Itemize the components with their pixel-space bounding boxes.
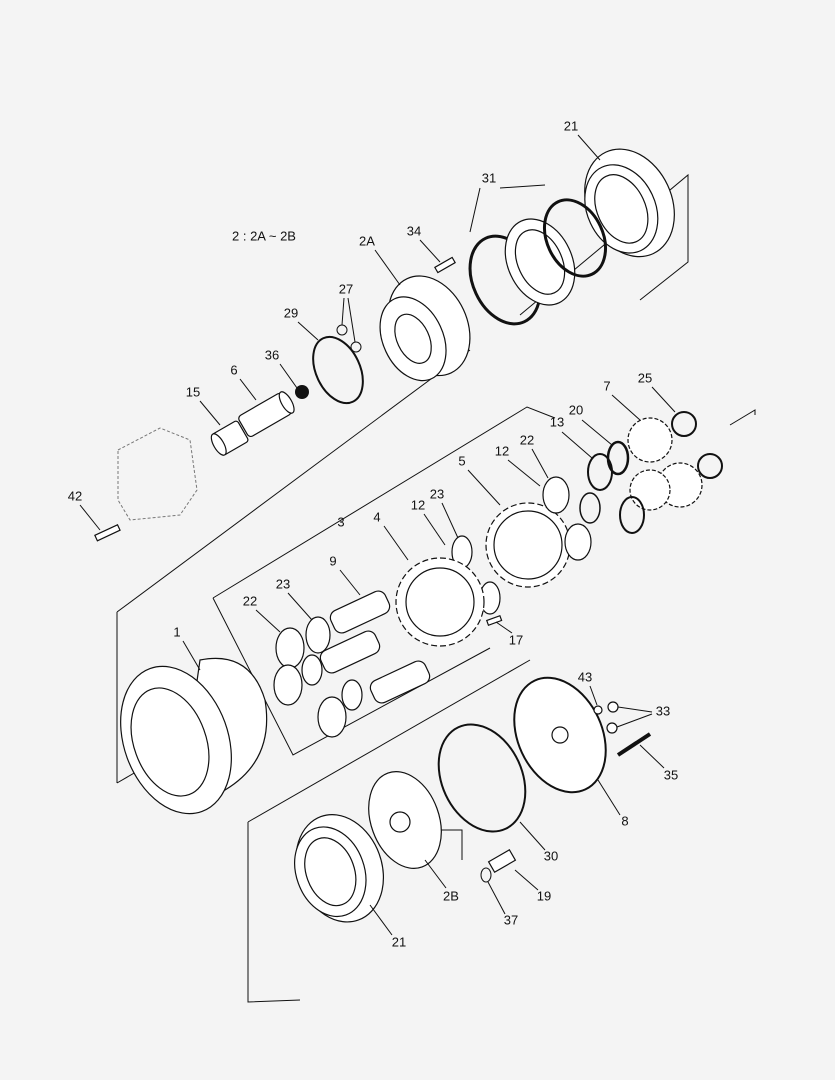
- callout-label: 33: [656, 703, 670, 718]
- callout-labels: 2 : 2A ~ 2B 21 31 34 2A 27 29 36 6 15 42…: [68, 118, 678, 949]
- callout-label: 42: [68, 488, 82, 503]
- o-ring-27a: [336, 324, 348, 336]
- callout-label: 7: [603, 378, 610, 393]
- washer-23-lower-b: [301, 654, 323, 686]
- coupling-15: [210, 420, 249, 456]
- ring-13b: [619, 496, 645, 534]
- gear-7: [627, 417, 703, 511]
- leader-lines: [79, 134, 676, 936]
- bearing-22-lower-b: [273, 664, 303, 706]
- callout-label: 25: [638, 370, 652, 385]
- housing-1: [120, 657, 268, 815]
- gear-4: [395, 557, 485, 647]
- shafts-9: [319, 590, 431, 704]
- pin-34: [434, 256, 456, 274]
- callout-label: 22: [243, 593, 257, 608]
- callout-label: 22: [520, 432, 534, 447]
- callout-label: 20: [569, 402, 583, 417]
- callout-label: 27: [339, 281, 353, 296]
- gear-5: [485, 502, 571, 588]
- plug-33a: [607, 701, 619, 713]
- bearing-22-lower-c: [317, 696, 347, 738]
- bolt-19: [487, 848, 517, 874]
- pin-42: [94, 523, 121, 542]
- bearing-22b: [564, 523, 592, 561]
- bearing-22a: [542, 476, 570, 514]
- callout-label: 21: [564, 118, 578, 133]
- motor-outline: [117, 427, 198, 521]
- callout-label: 3: [337, 514, 344, 529]
- callout-label: 2B: [443, 888, 459, 903]
- seal-43: [593, 705, 603, 715]
- bolt-35: [616, 732, 652, 757]
- callout-label: 6: [230, 362, 237, 377]
- callout-label: 8: [621, 813, 628, 828]
- callout-label: 9: [329, 553, 336, 568]
- seal-set-31: [468, 198, 607, 326]
- washer-37: [480, 867, 492, 883]
- callout-label: 35: [664, 767, 678, 782]
- ring-13c: [579, 492, 601, 524]
- bearing-22-lower-a: [275, 627, 305, 669]
- callout-label: 1: [173, 624, 180, 639]
- snap-ring-25a: [671, 411, 697, 437]
- callout-label: 19: [537, 888, 551, 903]
- callout-label: 43: [578, 669, 592, 684]
- parts: [94, 148, 723, 923]
- callout-label: 34: [407, 223, 421, 238]
- ring-13a: [587, 453, 613, 491]
- bearing-21-bottom: [294, 814, 385, 923]
- callout-label: 13: [550, 414, 564, 429]
- callout-label: 2A: [359, 233, 375, 248]
- callout-label: 37: [504, 912, 518, 927]
- washer-23-lower-a: [305, 616, 331, 654]
- pin-17: [485, 614, 503, 626]
- callout-label: 29: [284, 305, 298, 320]
- washer-23-lower-c: [341, 679, 363, 711]
- shaft-6: [238, 391, 295, 438]
- bearing-21-top: [584, 148, 675, 258]
- o-ring-29: [312, 335, 364, 405]
- callout-label: 31: [482, 170, 496, 185]
- ball-36: [295, 385, 309, 399]
- plug-33b: [606, 722, 618, 734]
- o-ring-30: [437, 723, 527, 833]
- callout-label: 21: [392, 934, 406, 949]
- callout-label: 12: [495, 443, 509, 458]
- callout-label: 12: [411, 497, 425, 512]
- callout-label: 23: [276, 576, 290, 591]
- snap-ring-25b: [697, 453, 723, 479]
- o-ring-27b: [350, 341, 362, 353]
- hub-2A: [379, 275, 471, 382]
- diagram-note: 2 : 2A ~ 2B: [232, 228, 296, 243]
- callout-label: 17: [509, 632, 523, 647]
- callout-label: 36: [265, 347, 279, 362]
- callout-label: 30: [544, 848, 558, 863]
- carrier-2B: [368, 770, 442, 870]
- callout-label: 4: [373, 509, 380, 524]
- callout-label: 23: [430, 486, 444, 501]
- callout-label: 5: [458, 453, 465, 468]
- cover-8: [513, 676, 607, 794]
- callout-label: 15: [186, 384, 200, 399]
